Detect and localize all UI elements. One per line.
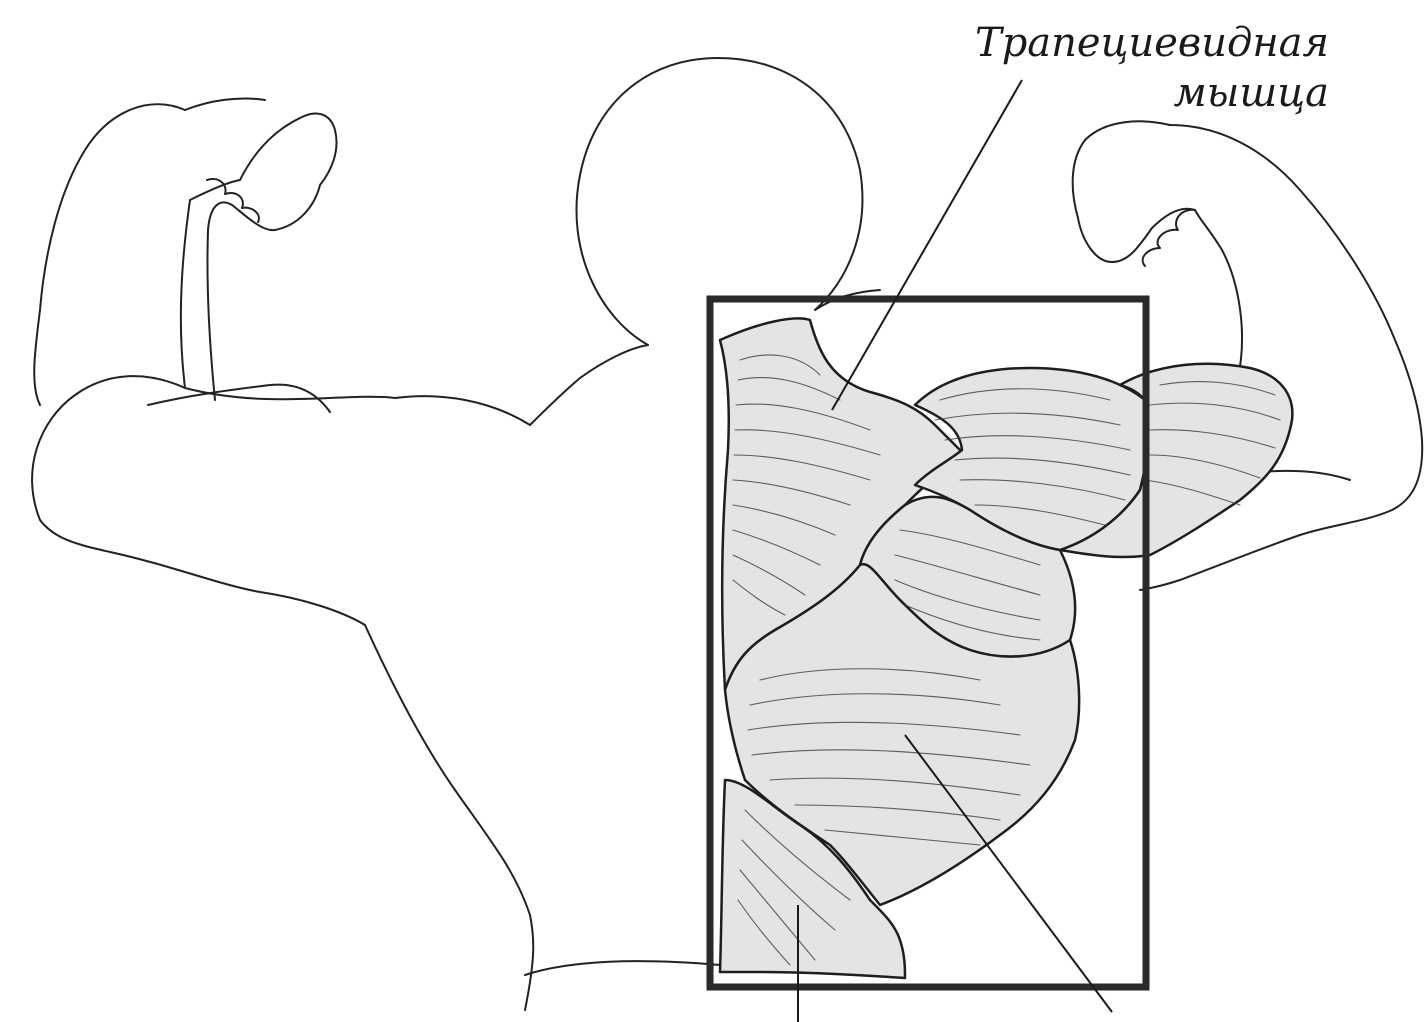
left-shoulder-outline [530,345,648,425]
right-arm-outline [1073,121,1242,378]
back-muscle-drawing [720,318,1292,978]
left-bicep-outline [34,104,185,405]
trapezius-label-line-1: Трапециевидная [975,20,1329,66]
waistband-outline [525,961,720,975]
left-bicep-top [185,98,265,110]
left-knuckles [207,179,259,222]
trapezius-label-line-2: мышца [1174,70,1329,116]
left-arm-outline [181,114,530,425]
trapezius-leader-line [832,80,1022,410]
left-arm-underside [32,376,365,625]
left-torso-outline [365,625,533,1010]
right-knuckles [1143,210,1195,266]
